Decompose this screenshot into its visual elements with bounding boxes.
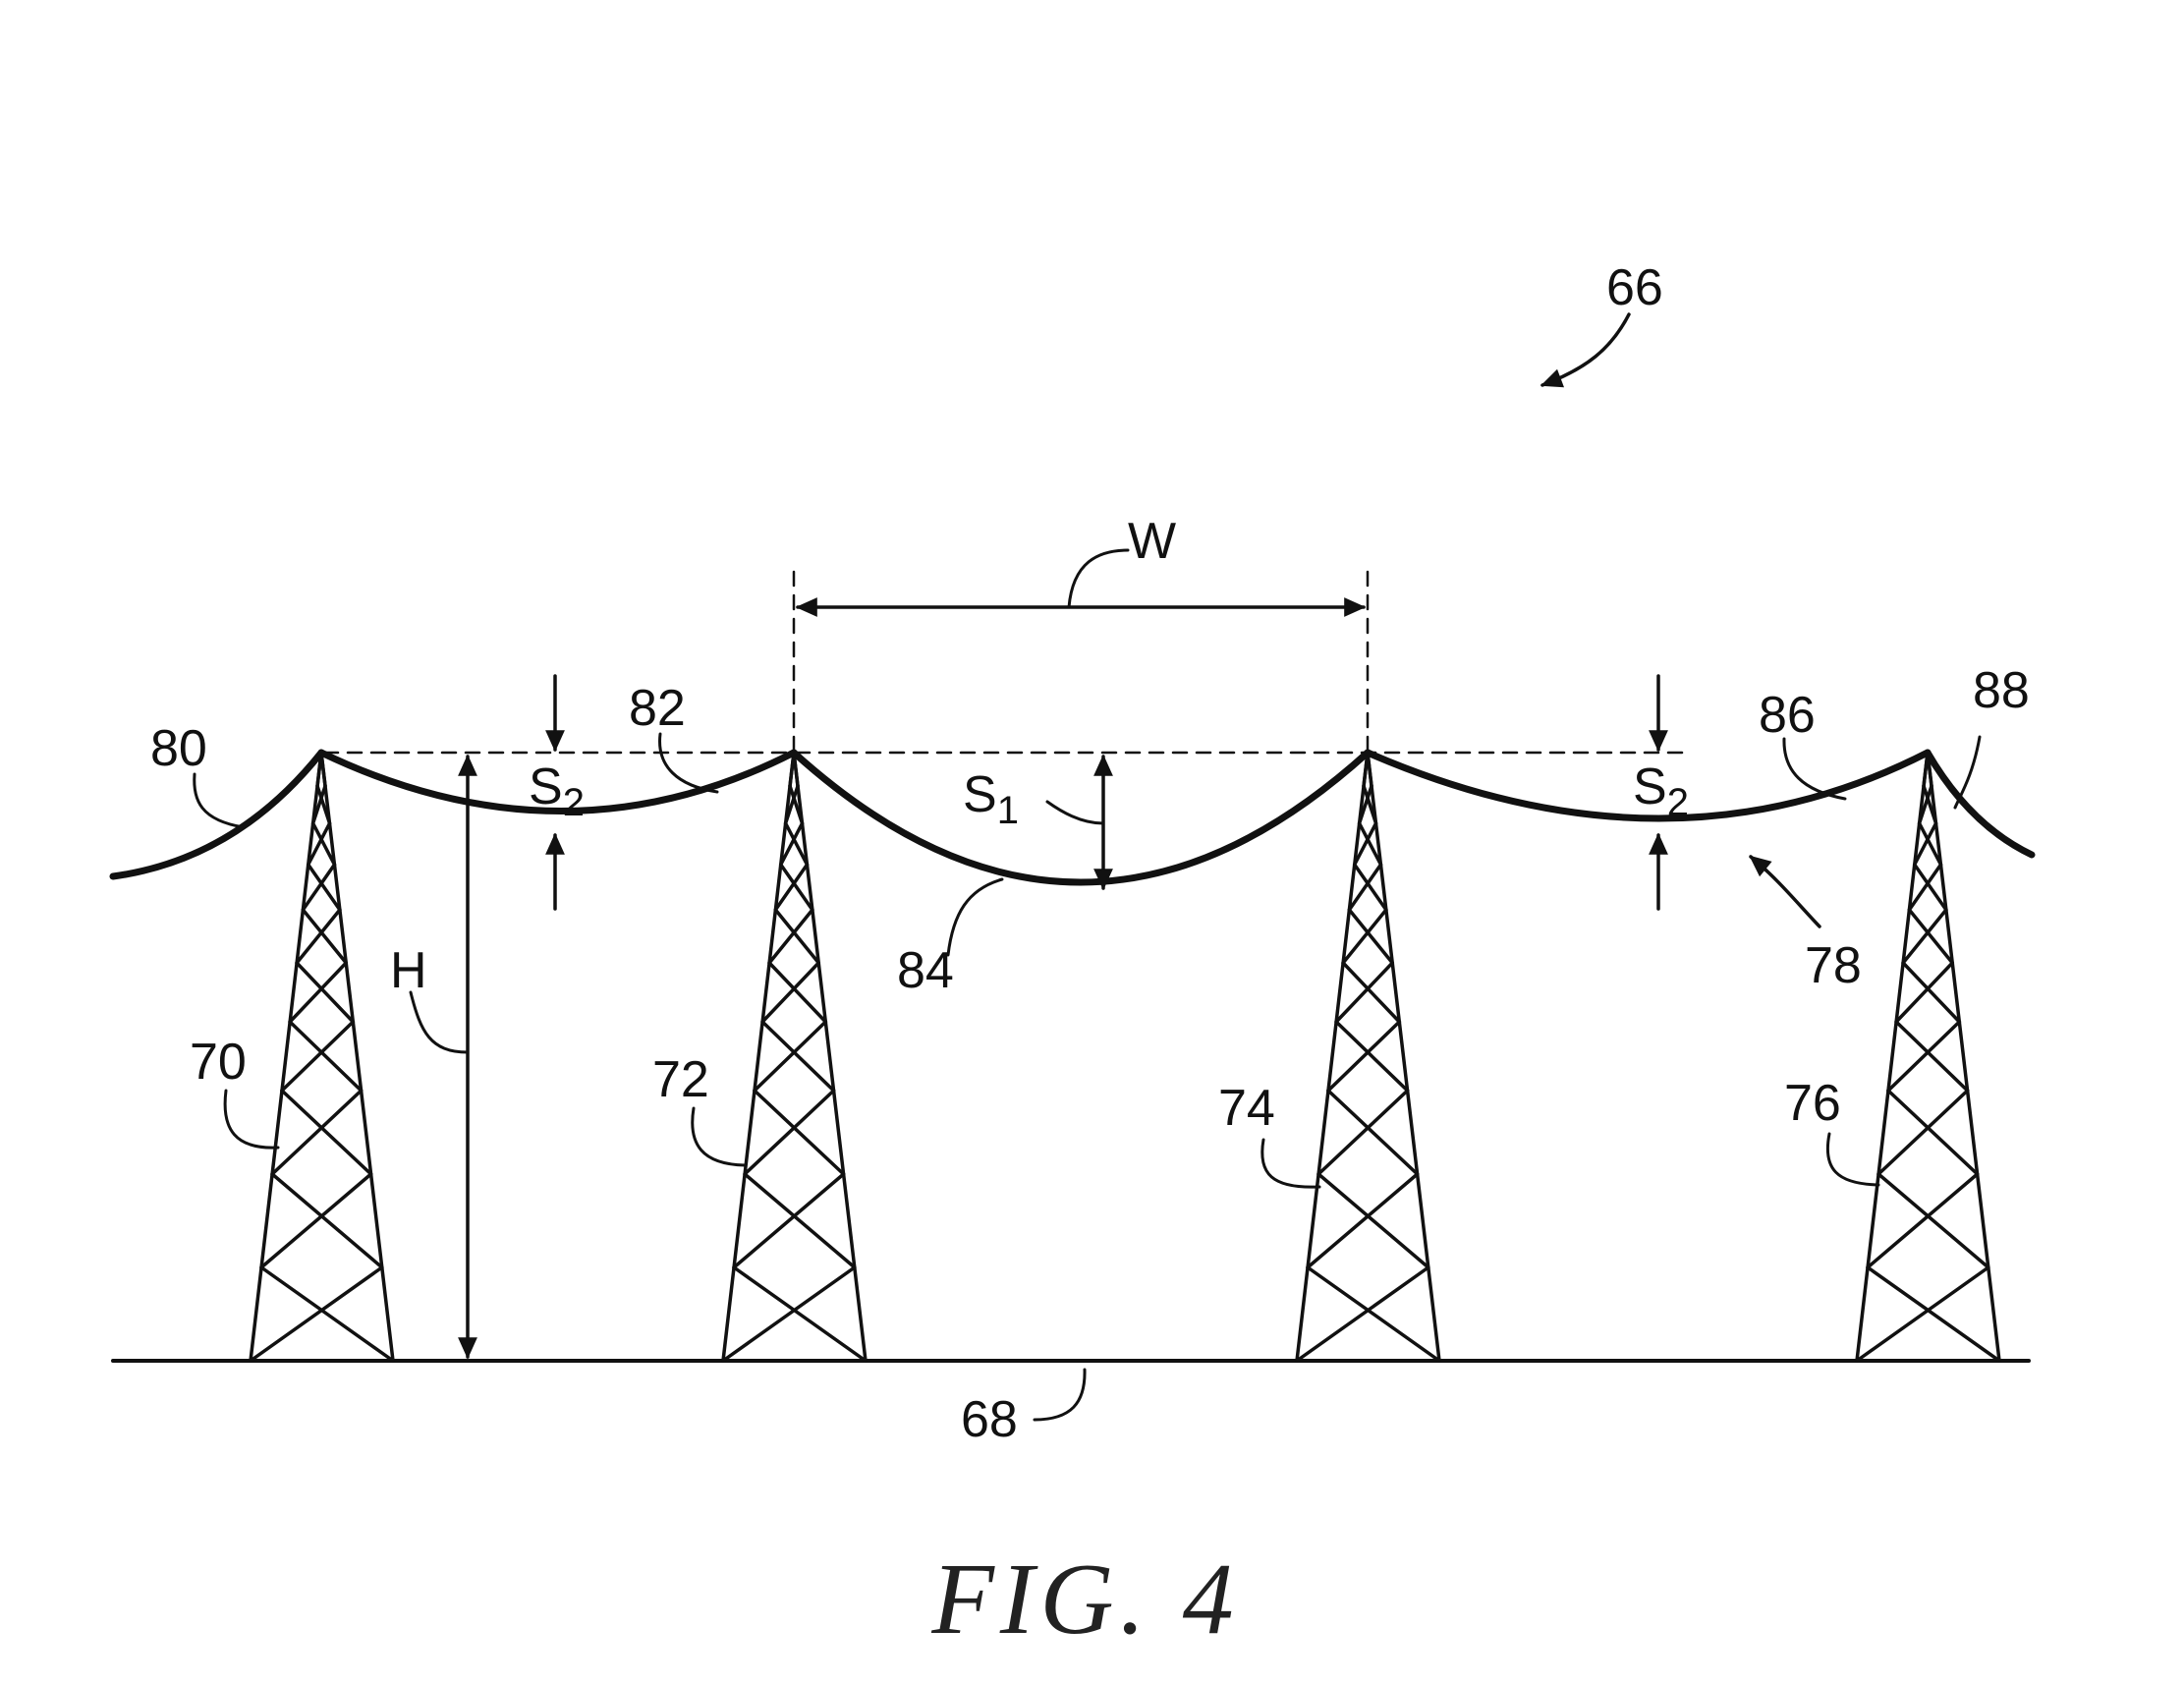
- line-segment-ref-86: 86: [1759, 687, 1816, 744]
- tower-4: [1855, 751, 2001, 1363]
- tower-1: [249, 751, 395, 1363]
- line-reference-arrow: [1749, 855, 1821, 928]
- system-reference-arrow: [1540, 312, 1631, 388]
- width-dimension: [795, 548, 1367, 617]
- tower-ref-70: 70: [190, 1034, 247, 1091]
- line-segment-ref-82: 82: [629, 680, 686, 737]
- width-label: W: [1128, 513, 1176, 570]
- ground-ref-label: 68: [961, 1391, 1018, 1448]
- reference-labels: 66 80 82 84 86 88 78 70 72 74 76 68 W H …: [150, 259, 2030, 1448]
- line-segment-ref-84: 84: [897, 942, 954, 999]
- sag1-dimension: [1045, 754, 1113, 891]
- height-label: H: [390, 942, 427, 999]
- system-ref-label: 66: [1606, 259, 1663, 316]
- figure-caption: FIG. 4: [930, 1543, 1239, 1656]
- dashed-reference-lines: [322, 570, 1687, 755]
- sag2-right-label: S2: [1633, 758, 1689, 824]
- sag1-label: S1: [963, 766, 1019, 832]
- line-segment-ref-88: 88: [1973, 662, 2030, 719]
- power-line: [109, 749, 2036, 886]
- height-dimension: [409, 754, 477, 1360]
- tower-2: [721, 751, 868, 1363]
- sag2-left-label: S2: [529, 758, 585, 824]
- line-ref-label: 78: [1805, 937, 1862, 994]
- tower-ref-72: 72: [652, 1051, 709, 1108]
- tower-ref-76: 76: [1784, 1075, 1841, 1132]
- towers-group: [249, 751, 2001, 1363]
- tower-3: [1295, 751, 1441, 1363]
- line-segment-ref-80: 80: [150, 720, 207, 777]
- leader-lines: [193, 732, 1982, 1422]
- tower-ref-74: 74: [1218, 1080, 1275, 1137]
